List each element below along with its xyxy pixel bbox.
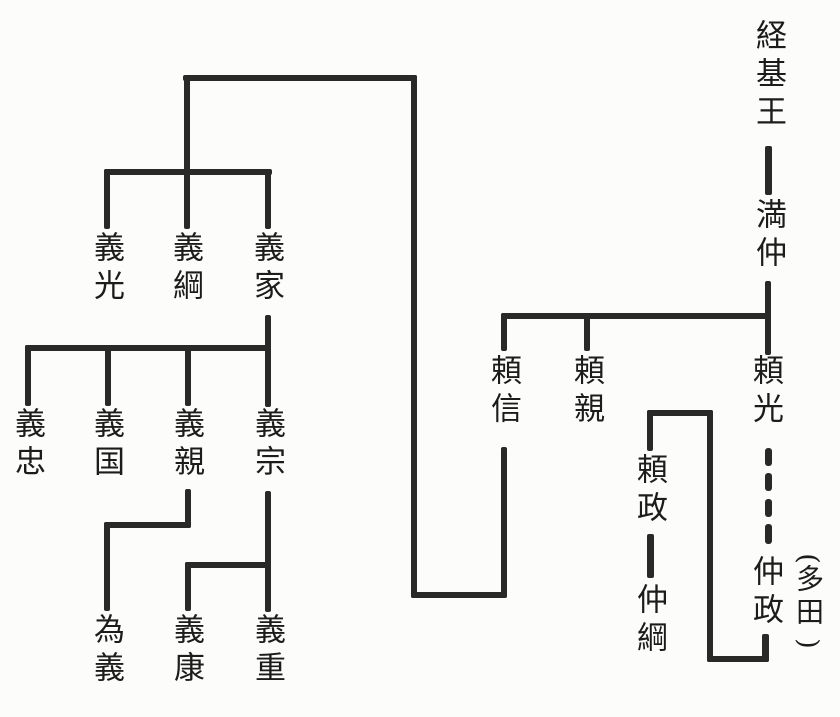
connector-line xyxy=(647,534,654,578)
connector-line xyxy=(647,410,713,416)
close-paren-vertical: ) xyxy=(792,638,824,649)
connector-line xyxy=(185,562,271,568)
connector-line xyxy=(185,345,191,406)
connector-line xyxy=(25,345,31,406)
connector-line xyxy=(501,313,507,351)
connector-line xyxy=(265,169,271,229)
connector-line xyxy=(647,410,653,451)
person-yoshiie-label: 義家 xyxy=(248,231,284,307)
connector-line xyxy=(584,313,590,351)
person-tsunemoto-label: 経基王 xyxy=(750,19,786,133)
person-nakatsuna-label: 仲綱 xyxy=(631,583,667,659)
dashed-connector-segment xyxy=(765,473,772,491)
connector-line xyxy=(25,345,271,351)
connector-line xyxy=(104,169,110,229)
connector-line xyxy=(501,447,507,598)
connector-line xyxy=(185,489,191,528)
dashed-connector-segment xyxy=(765,448,772,466)
person-yoshishige-label: 義重 xyxy=(249,613,285,689)
connector-line xyxy=(183,75,417,81)
person-yorimitsu-label: 頼光 xyxy=(747,354,783,430)
connector-line xyxy=(104,169,272,175)
person-yoshikuni-label: 義国 xyxy=(88,407,124,483)
connector-line xyxy=(105,345,111,406)
connector-line xyxy=(265,315,271,407)
connector-line xyxy=(707,656,769,662)
person-yorimasa-label: 頼政 xyxy=(631,453,667,529)
person-yorinobu-label: 頼信 xyxy=(485,354,521,430)
connector-line xyxy=(411,592,507,598)
connector-line xyxy=(762,634,769,662)
connector-line xyxy=(765,146,772,195)
person-yoshimune-label: 義宗 xyxy=(249,407,285,483)
person-yoshichika-label: 義親 xyxy=(168,407,204,483)
connector-line xyxy=(104,522,191,528)
dashed-connector-segment xyxy=(765,524,772,544)
connector-line xyxy=(501,313,771,319)
person-tameyoshi-label: 為義 xyxy=(88,613,124,689)
dashed-connector-segment xyxy=(765,499,772,517)
person-yoshitsuna-label: 義綱 xyxy=(167,231,203,307)
connector-line xyxy=(185,562,191,611)
person-yorichika-label: 頼親 xyxy=(568,354,604,430)
person-mitsunaka-label: 満仲 xyxy=(750,198,786,274)
person-yoshimitsu-label: 義光 xyxy=(88,231,124,307)
connector-line xyxy=(411,75,417,598)
connector-line xyxy=(184,75,190,229)
person-yoshiyasu-label: 義康 xyxy=(168,613,204,689)
connector-line xyxy=(265,491,271,612)
person-yoshitada-label: 義忠 xyxy=(9,407,45,483)
connector-line xyxy=(104,522,110,611)
person-nakamasa-label: 仲政 xyxy=(747,555,783,631)
connector-line xyxy=(707,410,713,662)
tada-branch-annotation: 多田 xyxy=(792,564,825,630)
